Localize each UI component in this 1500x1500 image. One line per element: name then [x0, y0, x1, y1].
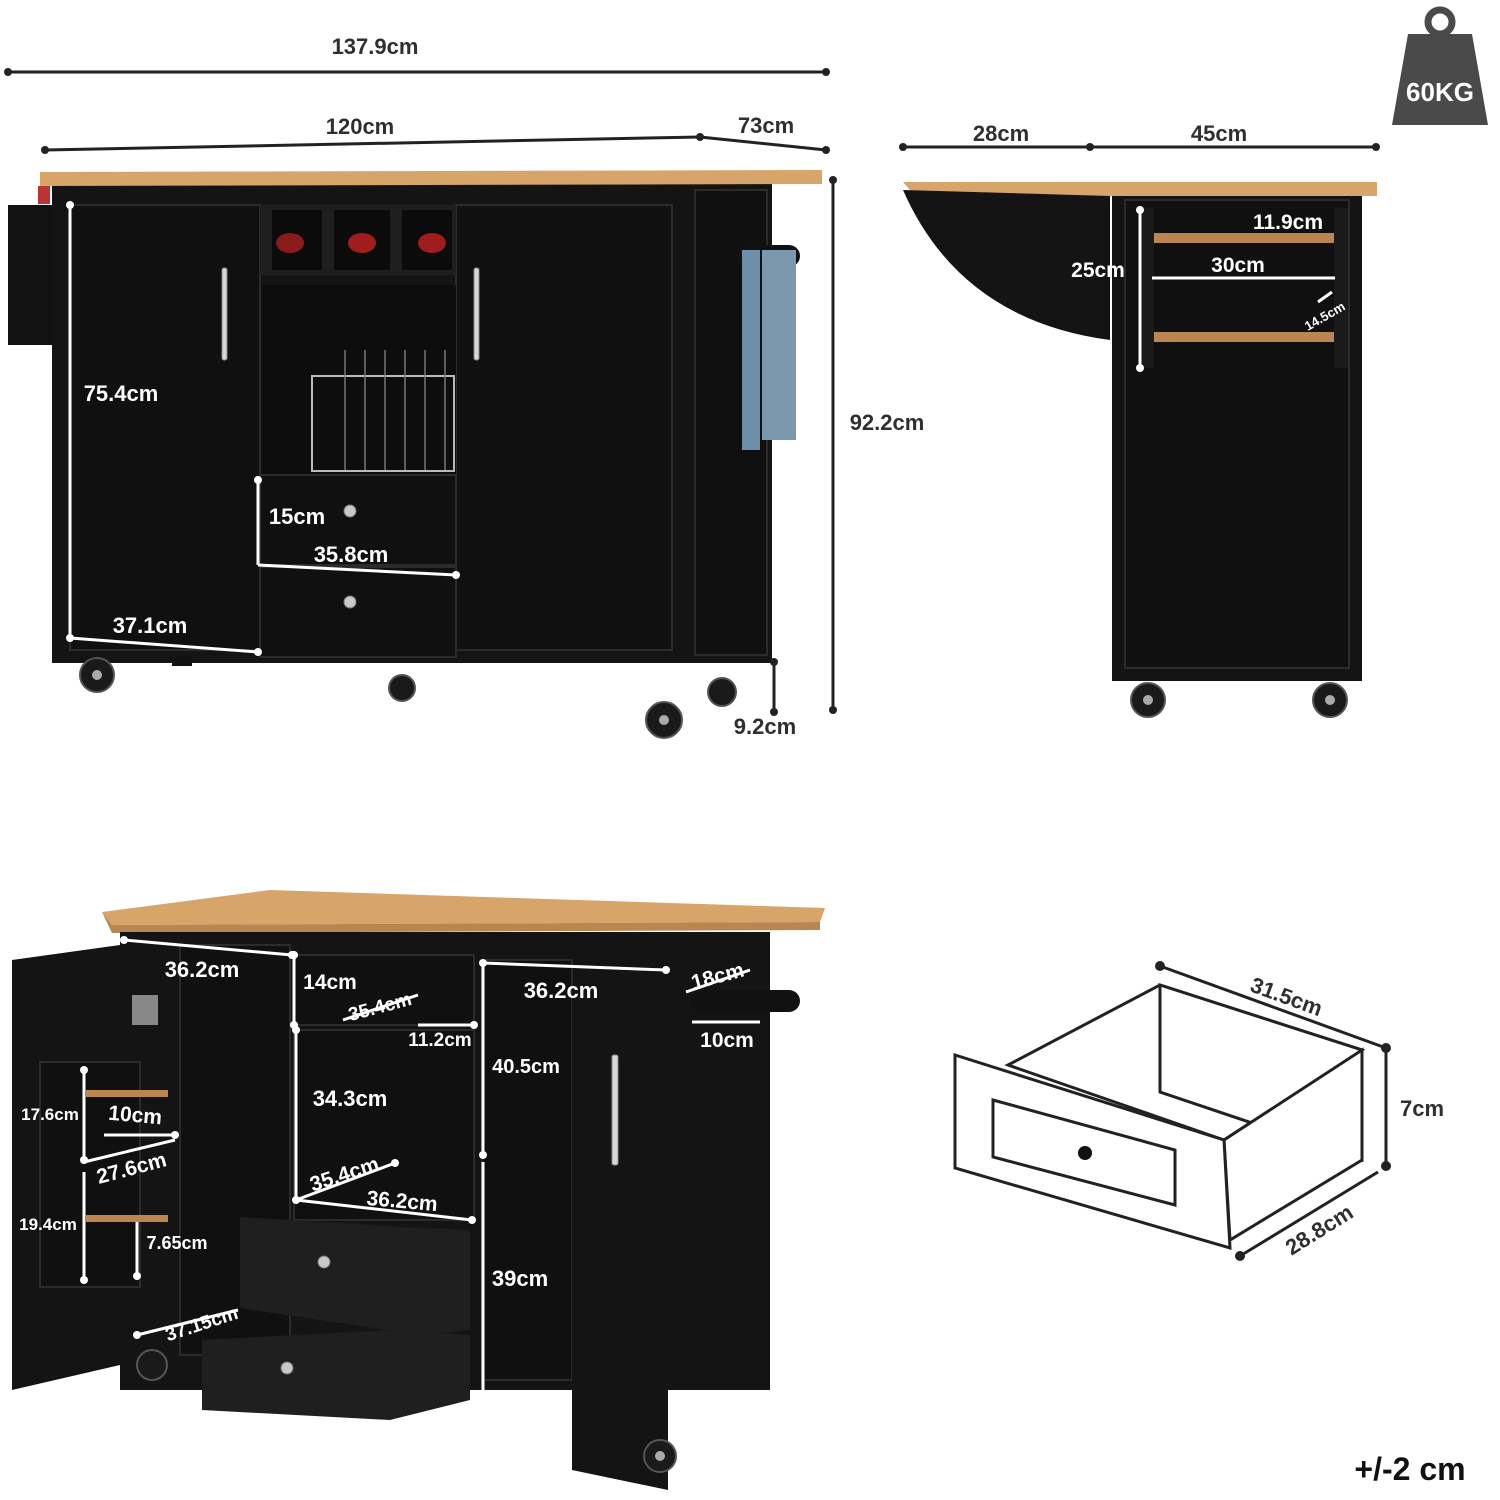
- drawer-knob: [1078, 1146, 1092, 1160]
- kitchen-cart-open: [12, 890, 825, 1490]
- door-width-label: 37.1cm: [113, 613, 188, 638]
- body-depth-label: 45cm: [1191, 121, 1247, 146]
- rail-width-label: 30cm: [1211, 254, 1265, 277]
- height-label: 92.2cm: [850, 410, 925, 435]
- body-width-label: 120cm: [326, 114, 395, 139]
- leaf-drop-label: 25cm: [1071, 259, 1125, 282]
- door-shelf-height-lower-label: 19.4cm: [19, 1215, 77, 1234]
- left-cabinet-width-label: 36.2cm: [165, 957, 240, 982]
- weight-label: 60KG: [1406, 77, 1474, 107]
- rail-gap-label: 11.9cm: [1253, 211, 1323, 234]
- door-shelf-depth-label: 10cm: [107, 1102, 163, 1130]
- weight-badge: 60KG: [1392, 6, 1488, 125]
- door-rail-gap-label: 7.65cm: [146, 1233, 207, 1253]
- towel-bar-depth-label: 10cm: [700, 1029, 754, 1052]
- shelf-gap-label: 11.2cm: [408, 1030, 471, 1051]
- side-view: 28cm 45cm 11.9cm 25cm 30cm 14.5cm: [899, 121, 1380, 718]
- right-cabinet-width-label: 36.2cm: [524, 978, 599, 1003]
- wheel-height-label: 9.2cm: [734, 714, 796, 739]
- tolerance-note: +/-2 cm: [1354, 1451, 1465, 1487]
- drawer-height-label: 7cm: [1400, 1096, 1444, 1121]
- drawer-drawing: [953, 982, 1366, 1251]
- leaf-depth-label: 28cm: [973, 121, 1029, 146]
- drop-leaf-width-label: 73cm: [738, 113, 794, 138]
- kitchen-cart-front: [8, 170, 822, 739]
- right-cabinet-height-label: 40.5cm: [492, 1056, 560, 1078]
- wine-rack-height-label: 14cm: [303, 971, 357, 994]
- drawer-detail: 31.5cm 7cm 28.8cm: [953, 961, 1444, 1261]
- drawer-length-label: 31.5cm: [1247, 972, 1326, 1021]
- center-shelf-height-label: 34.3cm: [313, 1086, 388, 1111]
- cabinet-height-label: 75.4cm: [84, 381, 159, 406]
- weight-icon: [1392, 6, 1488, 125]
- drawer-width-label: 35.8cm: [314, 542, 389, 567]
- front-view: 137.9cm 120cm 73cm: [4, 34, 924, 739]
- right-lower-height-label: 39cm: [492, 1266, 548, 1291]
- overall-width-label: 137.9cm: [332, 34, 419, 59]
- drawer-height-label: 15cm: [269, 504, 325, 529]
- door-shelf-height-upper-label: 17.6cm: [21, 1105, 79, 1124]
- open-view: 36.2cm 14cm 35.4cm 36.2cm 18cm 11.2cm 10…: [12, 890, 825, 1490]
